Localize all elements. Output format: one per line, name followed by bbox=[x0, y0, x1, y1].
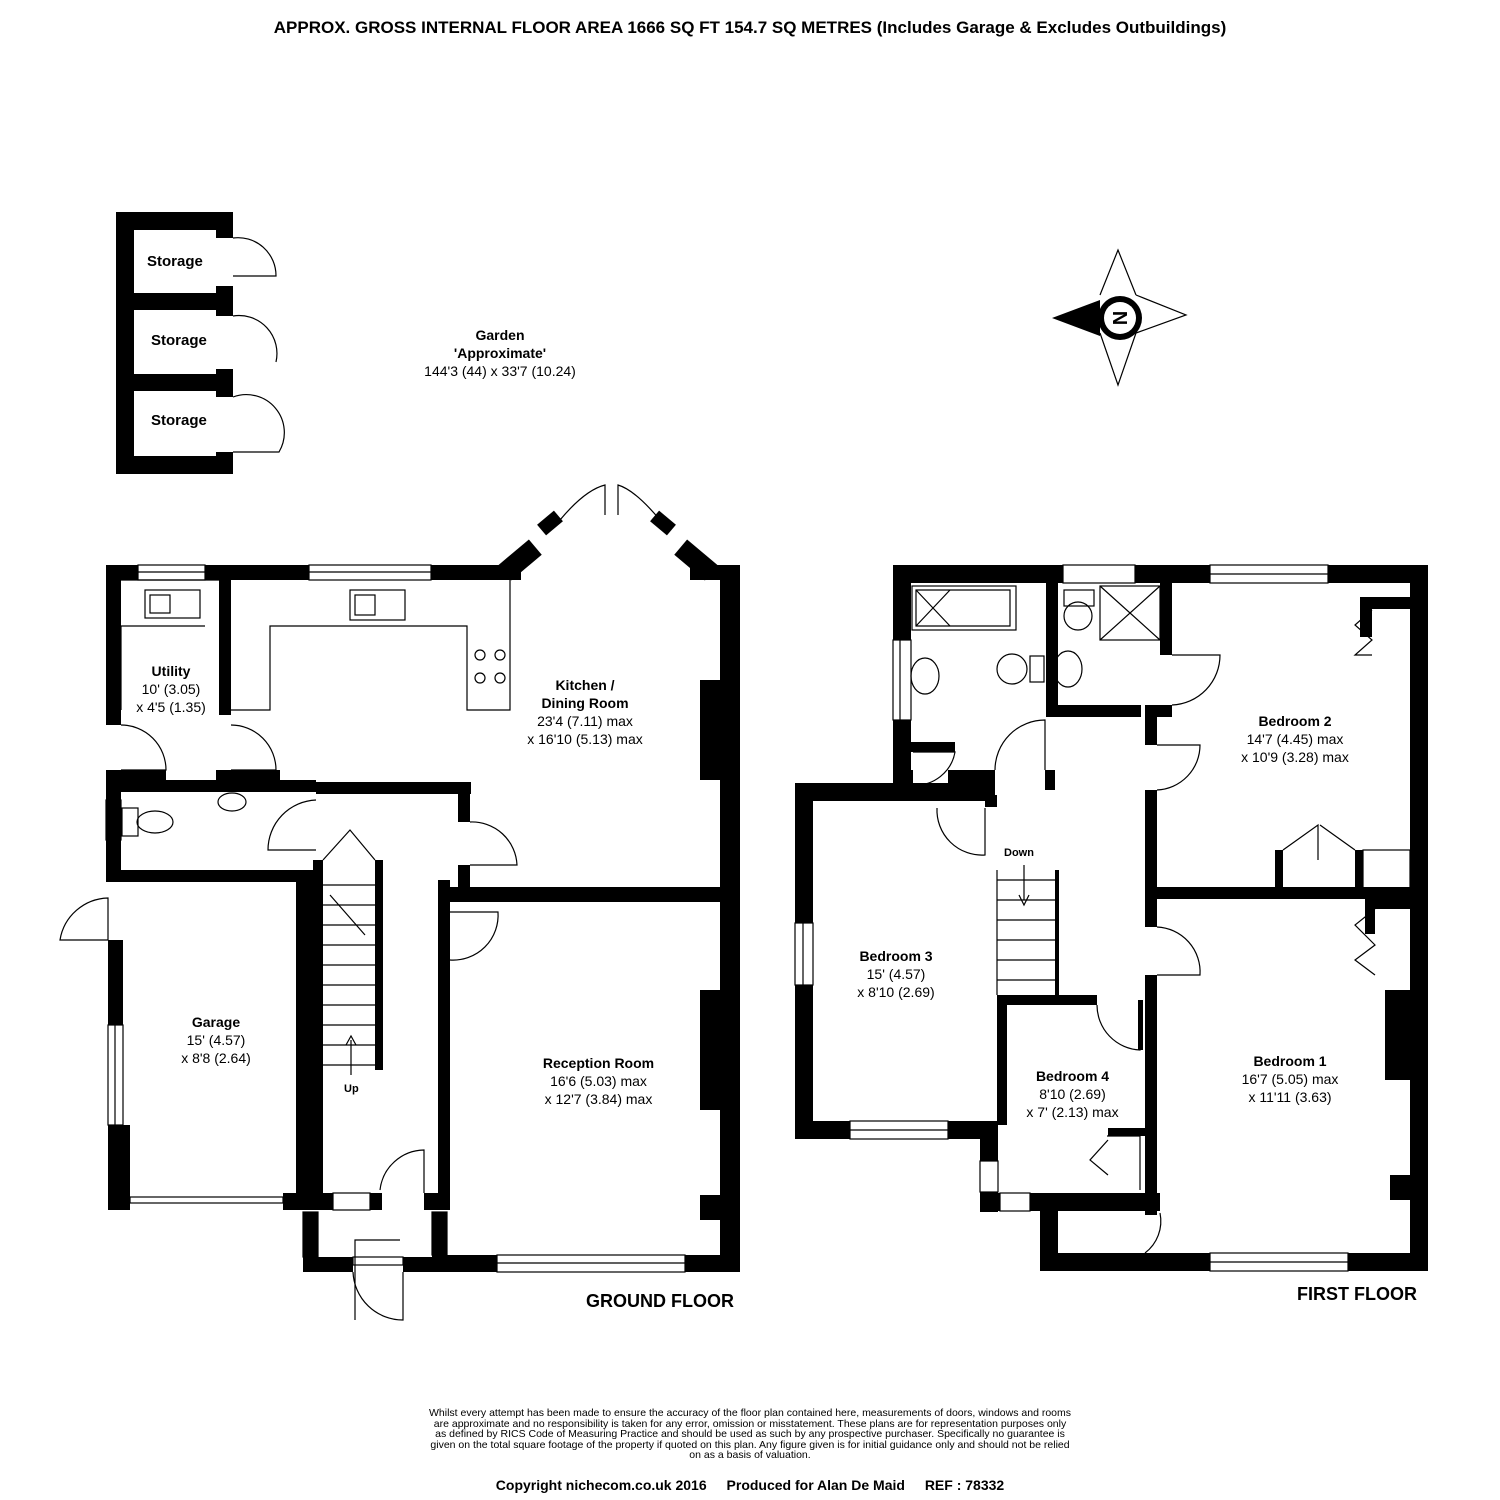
storage-label-2: Storage bbox=[151, 332, 207, 349]
bedroom3-dim-1: 15' (4.57) bbox=[866, 966, 926, 982]
bedroom1-name: Bedroom 1 bbox=[1253, 1053, 1327, 1069]
room-bedroom-2: Bedroom 2 14'7 (4.45) max x 10'9 (3.28) … bbox=[1200, 712, 1390, 766]
room-bedroom-1: Bedroom 1 16'7 (5.05) max x 11'11 (3.63) bbox=[1200, 1052, 1380, 1106]
bedroom4-dim-1: 8'10 (2.69) bbox=[1039, 1086, 1106, 1102]
storage-label-3: Storage bbox=[151, 412, 207, 429]
room-kitchen-dining: Kitchen / Dining Room 23'4 (7.11) max x … bbox=[490, 676, 680, 748]
stairs-up-label: Up bbox=[344, 1083, 359, 1095]
disclaimer: Whilst every attempt has been made to en… bbox=[340, 1408, 1160, 1461]
disclaimer-line-3: as defined by RICS Code of Measuring Pra… bbox=[435, 1428, 1065, 1440]
bedroom3-dim-2: x 8'10 (2.69) bbox=[857, 984, 935, 1000]
utility-dim-1: 10' (3.05) bbox=[141, 681, 201, 697]
bedroom1-dim-2: x 11'11 (3.63) bbox=[1248, 1089, 1332, 1105]
disclaimer-line-5: on as a basis of valuation. bbox=[689, 1449, 811, 1461]
garden-name: Garden bbox=[475, 327, 525, 343]
bedroom1-dim-1: 16'7 (5.05) max bbox=[1241, 1071, 1339, 1087]
room-bedroom-4: Bedroom 4 8'10 (2.69) x 7' (2.13) max bbox=[1005, 1067, 1140, 1121]
reception-dim-1: 16'6 (5.03) max bbox=[550, 1073, 647, 1089]
storage-label-1: Storage bbox=[147, 253, 203, 270]
bedroom4-dim-2: x 7' (2.13) max bbox=[1026, 1104, 1119, 1120]
kitchen-dim-2: x 16'10 (5.13) max bbox=[527, 731, 643, 747]
room-utility: Utility 10' (3.05) x 4'5 (1.35) bbox=[116, 662, 226, 716]
kitchen-name-2: Dining Room bbox=[541, 695, 629, 711]
reception-name: Reception Room bbox=[542, 1055, 655, 1071]
ground-floor-label: GROUND FLOOR bbox=[586, 1291, 734, 1311]
bedroom4-name: Bedroom 4 bbox=[1035, 1068, 1110, 1084]
bedroom2-dim-2: x 10'9 (3.28) max bbox=[1241, 749, 1349, 765]
footer-ref: REF : 78332 bbox=[924, 1477, 1005, 1493]
garage-dim-1: 15' (4.57) bbox=[186, 1032, 246, 1048]
garage-name: Garage bbox=[191, 1014, 241, 1030]
reception-dim-2: x 12'7 (3.84) max bbox=[544, 1091, 653, 1107]
stairs-down-label: Down bbox=[1004, 847, 1034, 859]
outbuilding-walls bbox=[116, 212, 233, 474]
disclaimer-line-4: given on the total square footage of the… bbox=[430, 1438, 1070, 1451]
bedroom2-dim-1: 14'7 (4.45) max bbox=[1246, 731, 1344, 747]
ground-floor-walls bbox=[106, 510, 740, 1272]
bedroom2-name: Bedroom 2 bbox=[1258, 713, 1332, 729]
kitchen-dim-1: 23'4 (7.11) max bbox=[537, 713, 633, 729]
garden-dims: 144'3 (44) x 33'7 (10.24) bbox=[424, 363, 576, 379]
disclaimer-line-1: Whilst every attempt has been made to en… bbox=[428, 1407, 1071, 1419]
utility-name: Utility bbox=[151, 663, 191, 679]
kitchen-name-1: Kitchen / bbox=[555, 677, 615, 693]
compass-north-letter: N bbox=[1110, 311, 1132, 325]
floor-area-header: APPROX. GROSS INTERNAL FLOOR AREA 1666 S… bbox=[273, 18, 1227, 37]
garden-label: Garden 'Approximate' 144'3 (44) x 33'7 (… bbox=[400, 326, 600, 380]
footer-copyright: Copyright nichecom.co.uk 2016 bbox=[495, 1477, 707, 1493]
footer: Copyright nichecom.co.uk 2016 Produced f… bbox=[0, 1477, 1500, 1493]
room-garage: Garage 15' (4.57) x 8'8 (2.64) bbox=[146, 1013, 286, 1067]
garden-sub: 'Approximate' bbox=[453, 345, 547, 361]
first-floor-label: FIRST FLOOR bbox=[1297, 1284, 1417, 1304]
bedroom3-name: Bedroom 3 bbox=[859, 948, 933, 964]
footer-produced-for: Produced for Alan De Maid bbox=[726, 1477, 905, 1493]
utility-dim-2: x 4'5 (1.35) bbox=[136, 699, 206, 715]
disclaimer-line-2: are approximate and no responsibility is… bbox=[433, 1417, 1067, 1430]
room-reception: Reception Room 16'6 (5.03) max x 12'7 (3… bbox=[506, 1054, 691, 1108]
garage-dim-2: x 8'8 (2.64) bbox=[181, 1050, 251, 1066]
room-bedroom-3: Bedroom 3 15' (4.57) x 8'10 (2.69) bbox=[826, 947, 966, 1001]
